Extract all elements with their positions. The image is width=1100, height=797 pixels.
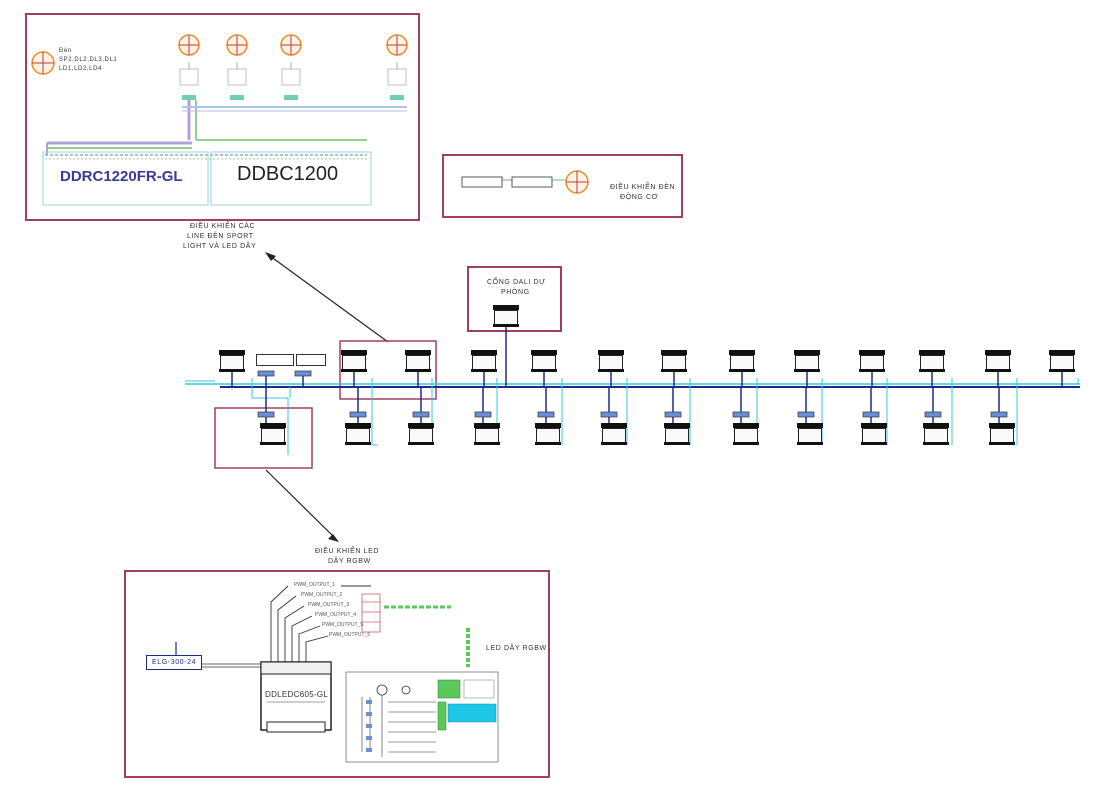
- pwm-output-4: PWM_OUTPUT_4: [315, 612, 357, 618]
- highlight-sport-group: [339, 340, 437, 400]
- pwm-output-2: PWM_OUTPUT_2: [301, 592, 343, 598]
- highlight-rgbw-group: [214, 407, 313, 469]
- power-block-2: [296, 354, 326, 366]
- rgbw-callout-1: ĐIỀU KHIỂN LED: [315, 548, 380, 555]
- dali-module-icon: [1049, 350, 1075, 372]
- top-panel: Đèn SP2,DL2,DL3,DL1 LD1,LD2,LD4 DDRC1220…: [25, 13, 420, 221]
- arrow-head-bottom: [328, 534, 339, 542]
- dali-module-icon: [794, 350, 820, 372]
- dali-module-icon: [919, 350, 945, 372]
- dali-module-icon: [985, 350, 1011, 372]
- legend-line-1: SP2,DL2,DL3,DL1: [59, 57, 118, 63]
- dali-module-icon: [471, 350, 497, 372]
- dali-module-icon: [474, 423, 500, 445]
- pwm-output-3: PWM_OUTPUT_3: [308, 602, 350, 608]
- sport-callout-3: LIGHT VÀ LED DÂY: [183, 243, 257, 250]
- dali-module-icon: [260, 423, 286, 445]
- motor-caption-1: ĐIỀU KHIỂN ĐÈN: [610, 184, 676, 191]
- dali-module-icon: [664, 423, 690, 445]
- psu-name: ELG-300-24: [152, 659, 197, 666]
- legend-line-2: LD1,LD2,LD4: [59, 66, 102, 72]
- dali-module-icon: [405, 350, 431, 372]
- dali-module-icon: [661, 350, 687, 372]
- dali-module-icon: [733, 423, 759, 445]
- motor-panel-wiring: [461, 170, 589, 194]
- dali-caption-1: CỔNG DALI DỰ: [487, 279, 546, 286]
- dali-module-icon: [408, 423, 434, 445]
- psu-box: [146, 655, 202, 670]
- dali-module-icon: [531, 350, 557, 372]
- controller-ddrc-title: DDRC1220FR-GL: [60, 168, 183, 185]
- dali-module-icon: [601, 423, 627, 445]
- dali-module-icon: [729, 350, 755, 372]
- power-block-1: [256, 354, 294, 366]
- dali-module-icon: [859, 350, 885, 372]
- pwm-output-1: PWM_OUTPUT_1: [294, 582, 336, 588]
- dali-module-icon: [989, 423, 1015, 445]
- bottom-panel-wiring: [175, 585, 499, 763]
- motor-caption-2: ĐỘNG CƠ: [620, 194, 659, 201]
- pwm-output-6: PWM_OUTPUT_6: [329, 632, 371, 638]
- arrow-to-top-panel: [269, 255, 389, 343]
- pwm-output-5: PWM_OUTPUT_5: [322, 622, 364, 628]
- controller-ddbc-title: DDBC1200: [237, 163, 339, 185]
- dali-module-icon: [535, 423, 561, 445]
- dali-module-icon: [341, 350, 367, 372]
- dali-module-icon: [861, 423, 887, 445]
- legend-label: Đèn: [59, 48, 72, 54]
- dali-module-icon: [797, 423, 823, 445]
- dali-caption-2: PHÒNG: [501, 289, 530, 296]
- motor-panel: ĐIỀU KHIỂN ĐÈN ĐỘNG CƠ: [442, 154, 683, 218]
- controller-ddledc-title: DDLEDC605-GL: [265, 690, 329, 699]
- bottom-panel: ELG-300-24 DDLEDC605-GL LED DÂY RGBW PWM…: [124, 570, 550, 778]
- arrow-head-top: [265, 252, 276, 261]
- dali-module-icon: [598, 350, 624, 372]
- dali-module-icon: [923, 423, 949, 445]
- rgbw-callout-2: DÂY RGBW: [328, 558, 371, 565]
- dali-module-icon: [219, 350, 245, 372]
- led-strip-label: LED DÂY RGBW: [486, 645, 547, 652]
- sport-callout-2: LINE ĐÈN SPORT: [187, 233, 254, 240]
- top-panel-wiring: [31, 34, 408, 206]
- arrow-to-bottom-panel: [265, 469, 336, 539]
- dali-module-icon: [345, 423, 371, 445]
- dali-spare-module-icon: [493, 305, 519, 327]
- sport-callout-1: ĐIỀU KHIỂN CÁC: [190, 223, 256, 230]
